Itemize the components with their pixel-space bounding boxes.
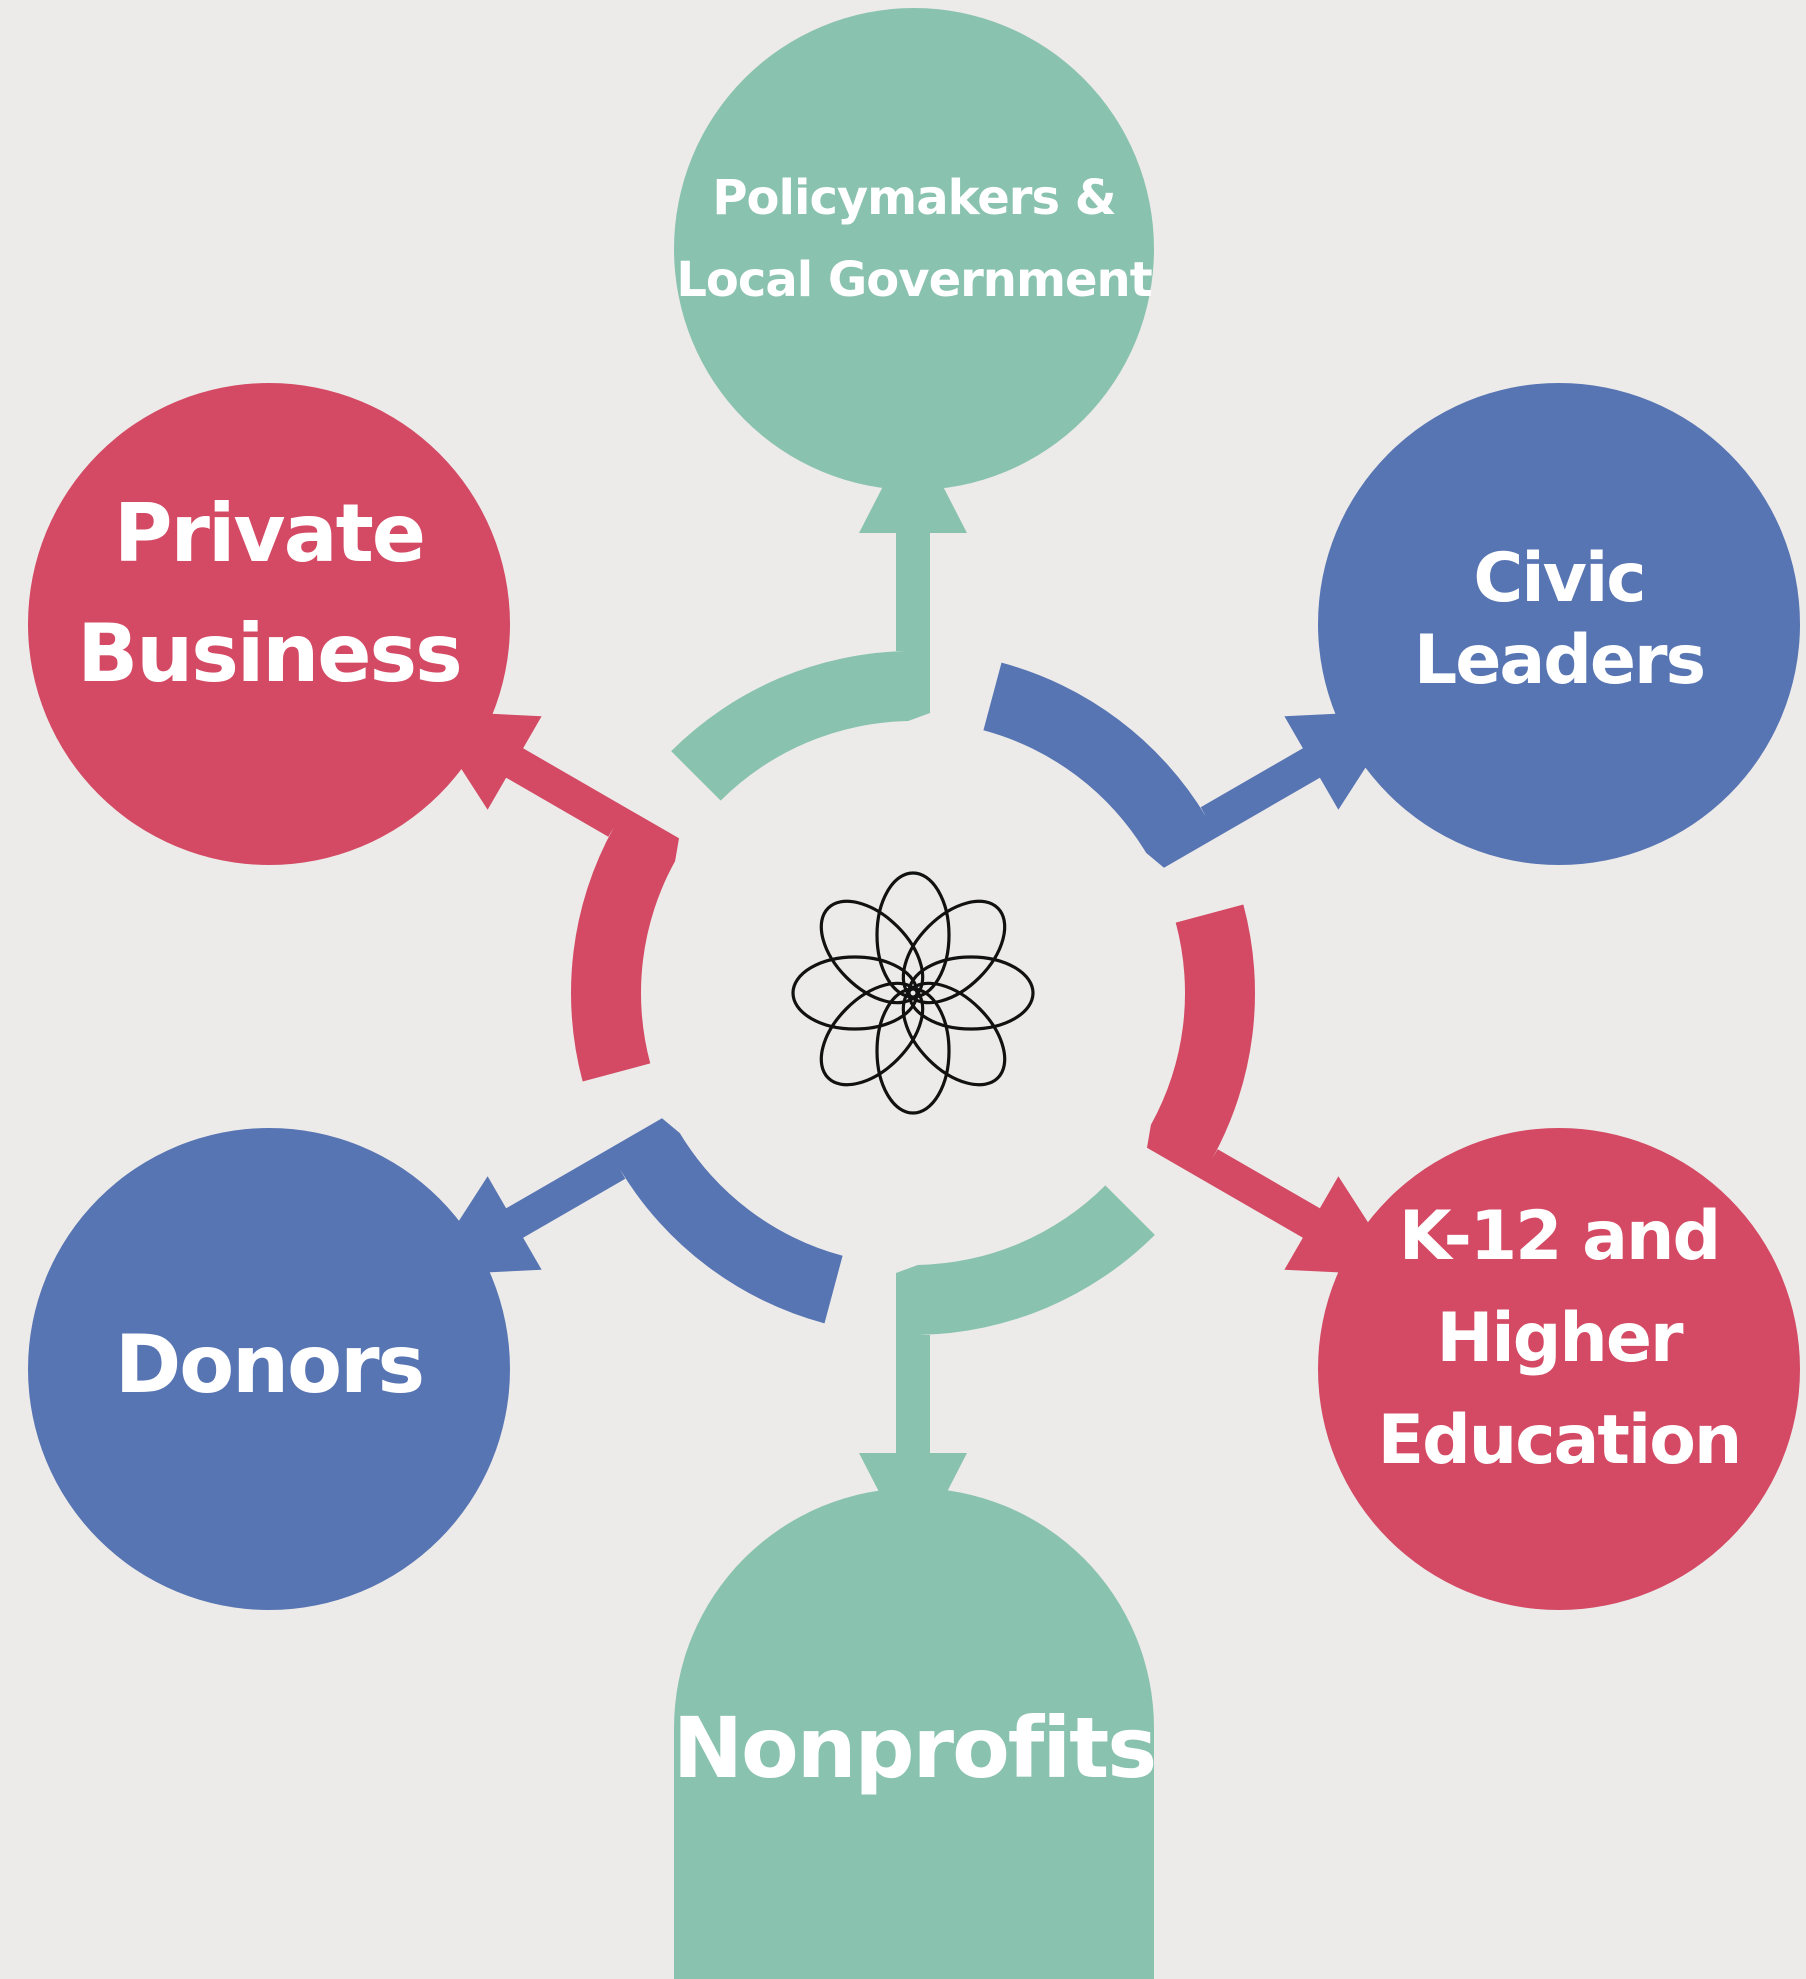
flower-petal (901, 899, 1007, 1005)
arrow-to-private-business (423, 710, 680, 1082)
arrow-to-policymakers (671, 428, 967, 801)
arrow-to-civic-leaders (983, 662, 1403, 868)
arrow-to-nonprofits (859, 1185, 1155, 1558)
node-policymakers-label: Policymakers &Local Government (676, 170, 1152, 308)
node-civic-leaders-label: Civic Leaders (1413, 539, 1706, 700)
node-donors: Donors (28, 1128, 510, 1610)
node-policymakers: Policymakers &Local Government (674, 8, 1154, 490)
cycle-arrows (423, 428, 1403, 1558)
node-nonprofits-label: Nonprofits (672, 1699, 1158, 1797)
node-civic-leaders: Civic Leaders (1318, 383, 1800, 865)
arrow-to-donors (423, 1118, 843, 1324)
node-donors-label: Donors (114, 1318, 425, 1411)
flower-of-life-icon (791, 871, 1035, 1115)
node-nonprofits: Nonprofits (672, 1488, 1158, 1979)
arrow-to-education (1146, 904, 1403, 1276)
